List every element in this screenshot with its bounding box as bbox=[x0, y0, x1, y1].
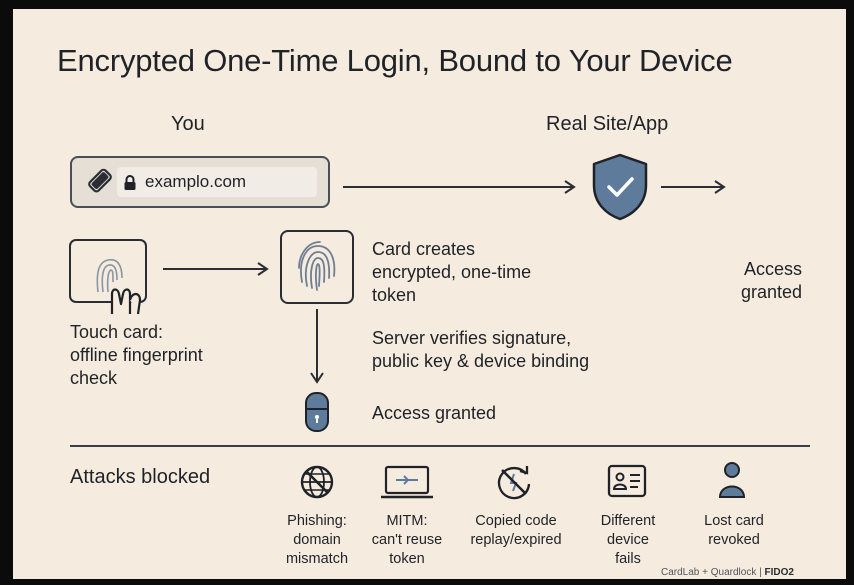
server-verifies-label: Server verifies signature, public key & … bbox=[372, 328, 590, 371]
access-granted-bottom: Access granted bbox=[372, 403, 497, 423]
column-heading-you: You bbox=[171, 113, 205, 135]
attack-phishing-label: Phishing: domain mismatch bbox=[285, 513, 349, 567]
footer-standard: FIDO2 bbox=[764, 567, 794, 578]
lock-icon bbox=[124, 175, 136, 190]
card-creates-label: Card creates encrypted, one-time token bbox=[372, 239, 532, 305]
id-card-icon bbox=[607, 464, 647, 498]
footer-credit: CardLab + Quardlock | FIDO2 bbox=[661, 567, 794, 578]
url-field-background bbox=[117, 167, 317, 197]
attack-device-label: Different device fails bbox=[600, 513, 656, 567]
footer-brand: CardLab + Quardlock | bbox=[661, 567, 762, 578]
card-icon bbox=[88, 168, 112, 193]
attack-lost-card-label: Lost card revoked bbox=[704, 513, 764, 548]
padlock-icon bbox=[305, 392, 329, 432]
person-icon bbox=[718, 462, 746, 498]
page-title: Encrypted One-Time Login, Bound to Your … bbox=[57, 43, 733, 78]
attacks-heading: Attacks blocked bbox=[70, 466, 211, 488]
arrow-down-to-lock bbox=[310, 309, 324, 384]
touch-card-label: Touch card: offline fingerprint check bbox=[70, 322, 203, 388]
access-granted-right: Access granted bbox=[740, 259, 802, 302]
arrow-to-access bbox=[661, 180, 726, 194]
attack-replay-label: Copied code replay/expired bbox=[470, 513, 562, 548]
arrow-to-fingerprint bbox=[163, 262, 269, 276]
laptop-arrow-icon bbox=[381, 465, 433, 499]
arrow-to-site bbox=[343, 180, 576, 194]
shield-check-icon bbox=[592, 153, 648, 221]
diagram-canvas: Encrypted One-Time Login, Bound to Your … bbox=[13, 9, 846, 579]
replay-crossed-icon bbox=[497, 466, 531, 500]
attack-mitm-label: MITM: can't reuse token bbox=[371, 513, 443, 567]
section-divider bbox=[70, 445, 810, 447]
finger-touch-card-icon bbox=[69, 239, 147, 315]
globe-crossed-icon bbox=[300, 465, 334, 499]
browser-url-bar bbox=[70, 156, 330, 208]
fingerprint-icon bbox=[280, 230, 354, 304]
column-heading-site: Real Site/App bbox=[546, 113, 669, 135]
url-domain-text: examplo.com bbox=[145, 172, 247, 191]
